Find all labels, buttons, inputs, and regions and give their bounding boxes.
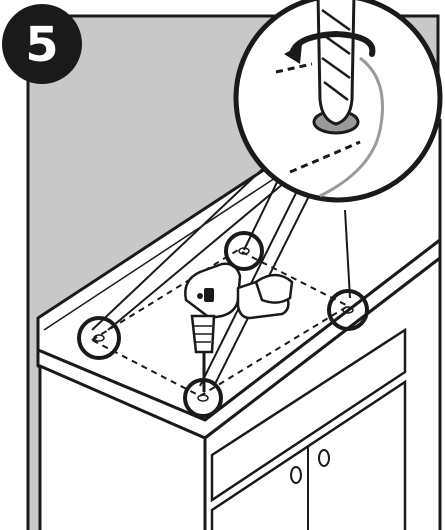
magnifier-callout bbox=[233, 0, 443, 203]
step-number: 5 bbox=[25, 17, 58, 73]
pilot-hole-marker bbox=[183, 378, 223, 418]
step-number-badge: 5 bbox=[2, 4, 82, 84]
pilot-hole-marker bbox=[224, 231, 264, 271]
pilot-hole-marker bbox=[77, 316, 121, 360]
pilot-hole-marker bbox=[327, 289, 369, 331]
base-cabinet bbox=[38, 254, 442, 530]
cordless-drill-icon bbox=[184, 262, 294, 392]
cabinet-knob bbox=[318, 449, 330, 467]
clockwise-arrow-icon bbox=[284, 30, 376, 64]
cabinet-knob bbox=[290, 466, 302, 484]
